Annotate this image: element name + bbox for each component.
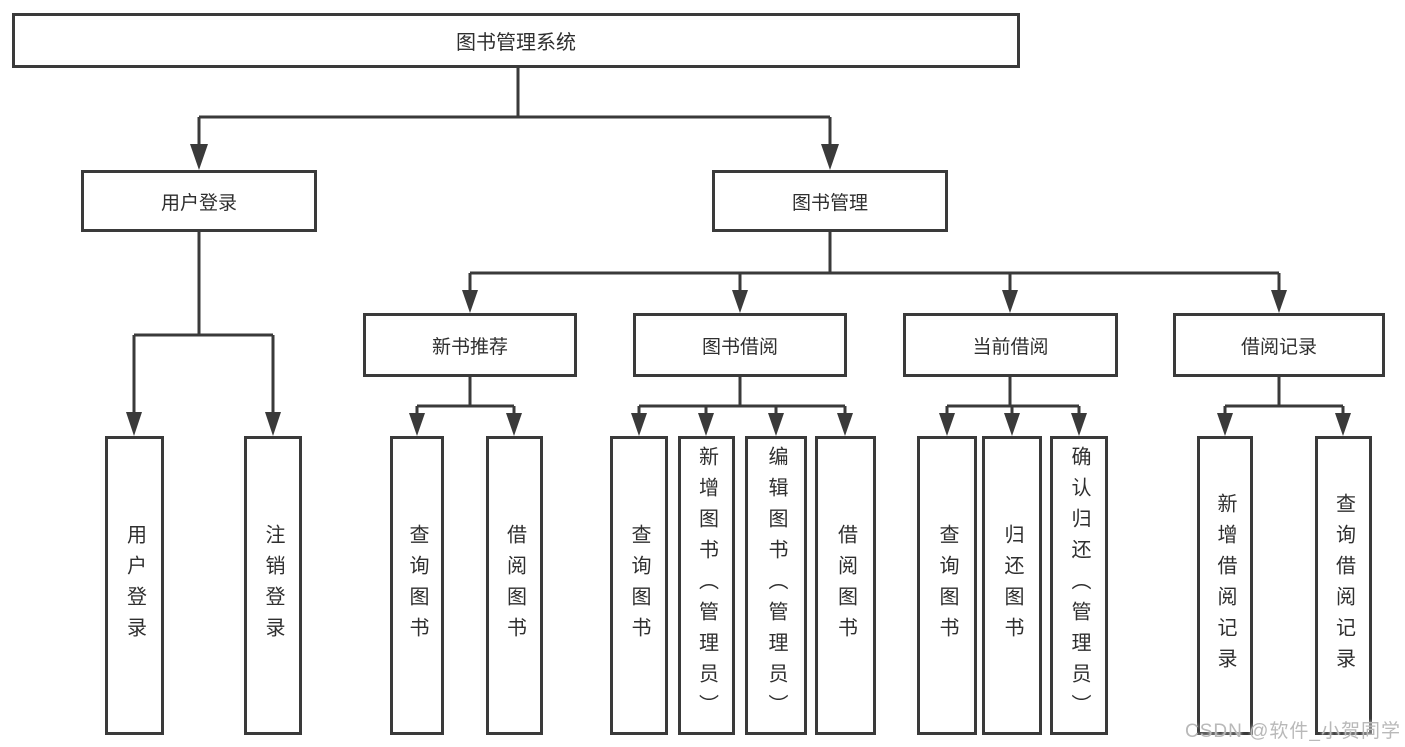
arrowheads (126, 144, 1351, 436)
leaf-edit-books-admin-label: 编辑图书（管理员） (765, 446, 787, 725)
arrow-down-icon (1002, 290, 1018, 313)
leaf-confirm-return-admin: 确认归还（管理员） (1050, 436, 1108, 735)
leaf-borrow-books-2: 借阅图书 (815, 436, 876, 735)
leaf-query-books-3-label: 查询图书 (936, 523, 958, 648)
arrow-down-icon (698, 413, 714, 436)
leaf-add-books-admin: 新增图书（管理员） (678, 436, 735, 735)
arrow-down-icon (1004, 413, 1020, 436)
csdn-watermark: CSDN @软件_小贺同学 (1185, 721, 1401, 742)
leaf-query-books-2-label: 查询图书 (628, 523, 650, 648)
leaf-add-borrow-record: 新增借阅记录 (1197, 436, 1253, 735)
connector-new-book (415, 377, 516, 414)
leaf-return-books: 归还图书 (982, 436, 1042, 735)
arrow-down-icon (732, 290, 748, 313)
connector-root (197, 68, 832, 146)
node-library-system-label: 图书管理系统 (456, 32, 576, 54)
node-book-borrow: 图书借阅 (633, 313, 847, 377)
arrow-down-icon (126, 412, 142, 436)
leaf-confirm-return-admin-label: 确认归还（管理员） (1068, 446, 1090, 725)
leaf-query-books-3: 查询图书 (917, 436, 977, 735)
arrow-down-icon (506, 413, 522, 436)
node-user-login-label: 用户登录 (160, 192, 237, 214)
arrow-down-icon (631, 413, 647, 436)
arrow-down-icon (1217, 413, 1233, 436)
connector-book-mgmt (468, 232, 1281, 292)
leaf-user-login-label: 用户登录 (123, 523, 146, 648)
node-new-book-recommend: 新书推荐 (363, 313, 577, 377)
leaf-borrow-books-2-label: 借阅图书 (834, 523, 857, 648)
arrow-down-icon (821, 144, 839, 170)
connector-current-borrow (945, 377, 1081, 414)
arrow-down-icon (190, 144, 208, 170)
arrow-down-icon (768, 413, 784, 436)
leaf-query-borrow-record-label: 查询借阅记录 (1332, 492, 1355, 679)
node-current-borrow: 当前借阅 (903, 313, 1118, 377)
arrow-down-icon (265, 412, 281, 436)
leaf-return-books-label: 归还图书 (1001, 523, 1023, 648)
leaf-add-books-admin-label: 新增图书（管理员） (695, 446, 718, 725)
arrow-down-icon (462, 290, 478, 313)
leaf-user-login: 用户登录 (105, 436, 164, 735)
node-user-login: 用户登录 (81, 170, 317, 232)
leaf-query-books-1: 查询图书 (390, 436, 444, 735)
leaf-query-books-2: 查询图书 (610, 436, 668, 735)
node-current-borrow-label: 当前借阅 (972, 336, 1049, 358)
node-book-management-label: 图书管理 (791, 192, 868, 214)
node-book-management: 图书管理 (712, 170, 948, 232)
arrow-down-icon (939, 413, 955, 436)
leaf-borrow-books-1: 借阅图书 (486, 436, 543, 735)
node-borrow-record-label: 借阅记录 (1240, 336, 1317, 358)
leaf-borrow-books-1-label: 借阅图书 (503, 523, 526, 648)
leaf-edit-books-admin: 编辑图书（管理员） (745, 436, 807, 735)
arrow-down-icon (1271, 290, 1287, 313)
node-borrow-record: 借阅记录 (1173, 313, 1385, 377)
leaf-query-books-1-label: 查询图书 (406, 523, 428, 648)
node-book-borrow-label: 图书借阅 (701, 336, 778, 358)
leaf-logout-label: 注销登录 (262, 523, 284, 648)
arrow-down-icon (837, 413, 853, 436)
node-new-book-recommend-label: 新书推荐 (431, 336, 508, 358)
leaf-query-borrow-record: 查询借阅记录 (1315, 436, 1372, 735)
arrow-down-icon (409, 413, 425, 436)
arrow-down-icon (1071, 413, 1087, 436)
leaf-logout: 注销登录 (244, 436, 302, 735)
arrow-down-icon (1335, 413, 1351, 436)
connector-book-borrow (637, 377, 847, 414)
leaf-add-borrow-record-label: 新增借阅记录 (1214, 492, 1236, 679)
connector-borrow-record (1223, 377, 1345, 414)
connector-user-login (132, 232, 275, 414)
node-library-system: 图书管理系统 (12, 13, 1020, 68)
